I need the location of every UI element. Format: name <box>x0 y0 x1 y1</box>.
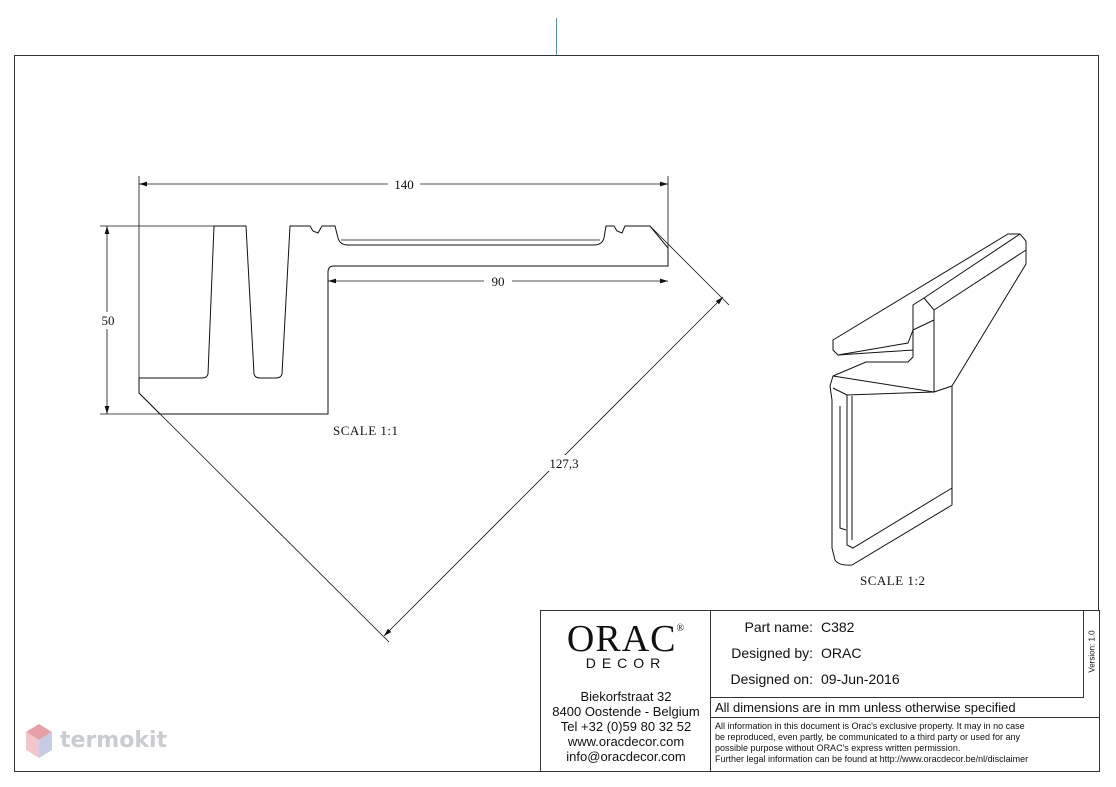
watermark-text: termokit <box>60 728 168 753</box>
address-line: 8400 Oostende - Belgium <box>552 704 700 719</box>
dimension-90-label: 90 <box>492 274 505 289</box>
designed-on-value: 09-Jun-2016 <box>821 671 900 687</box>
iso-scale-label: SCALE 1:2 <box>860 573 926 588</box>
designed-by-label: Designed by: <box>731 645 813 661</box>
address-line: Biekorfstraat 32 <box>580 689 672 704</box>
phone-line: Tel +32 (0)59 80 32 52 <box>560 719 692 734</box>
legal-line: possible purpose without ORAC's express … <box>715 743 961 753</box>
dimension-label-bg <box>388 176 420 192</box>
registered-mark: ® <box>676 623 686 634</box>
dimension-127-3-label: 127,3 <box>549 456 578 471</box>
section-scale-label: SCALE 1:1 <box>333 423 399 438</box>
designed-on-row: Designed on: 09-Jun-2016 <box>711 671 1083 695</box>
termokit-watermark: termokit <box>24 722 167 764</box>
email-line: info@oracdecor.com <box>566 749 686 764</box>
logo-word: ORAC <box>566 618 677 660</box>
legal-line: be reproduced, even partly, be communica… <box>715 732 1021 742</box>
legal-line: Further legal information can be found a… <box>715 754 1029 764</box>
designed-by-row: Designed by: ORAC <box>711 645 1083 669</box>
version-cell: Version: 1.0 <box>1083 611 1099 698</box>
isometric-view <box>829 233 1027 566</box>
part-name-row: Part name: C382 <box>711 619 1083 643</box>
dimension-label-bg <box>484 273 512 289</box>
designed-by-value: ORAC <box>821 645 862 661</box>
part-info: Part name: C382 Designed by: ORAC Design… <box>711 611 1083 698</box>
company-logo-cell: ORAC® DECOR Biekorfstraat 32 8400 Oosten… <box>541 611 711 771</box>
termokit-logo-icon <box>26 724 52 758</box>
dimension-label-bg <box>546 455 582 471</box>
profile-cross-section <box>138 225 669 415</box>
legal-line: All information in this document is Orac… <box>715 721 1025 731</box>
legal-notice: All information in this document is Orac… <box>715 721 1097 765</box>
version-label: Version: 1.0 <box>1087 630 1097 673</box>
orac-logo: ORAC® <box>541 617 711 661</box>
extension-line <box>138 392 390 643</box>
logo-subtitle: DECOR <box>585 655 667 671</box>
part-name-label: Part name: <box>744 619 813 635</box>
dimension-50-label: 50 <box>102 313 115 328</box>
designed-on-label: Designed on: <box>730 671 813 687</box>
dimensions-note: All dimensions are in mm unless otherwis… <box>711 698 1099 718</box>
title-block: ORAC® DECOR Biekorfstraat 32 8400 Oosten… <box>540 610 1100 772</box>
top-center-mark <box>556 18 557 55</box>
dimension-140-label: 140 <box>394 177 414 192</box>
company-address: Biekorfstraat 32 8400 Oostende - Belgium… <box>541 689 711 764</box>
website-line: www.oracdecor.com <box>567 734 685 749</box>
part-name-value: C382 <box>821 619 855 635</box>
extension-line <box>649 225 730 306</box>
dimension-label-bg <box>99 312 117 329</box>
